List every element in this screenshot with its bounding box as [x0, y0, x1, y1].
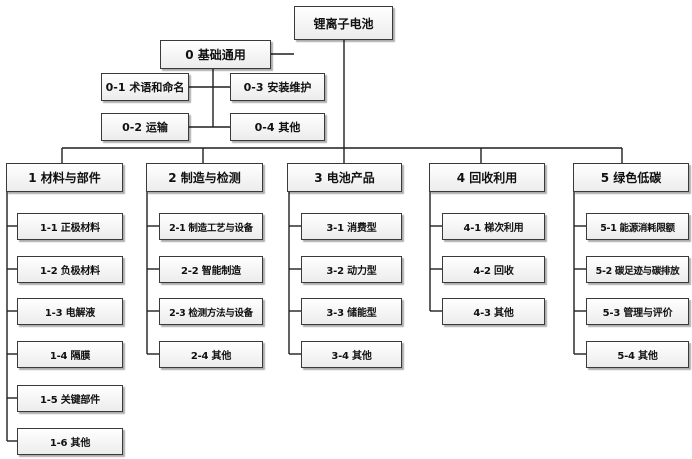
- base-item-0-2: 0-2 运输: [101, 113, 189, 141]
- base-category-node: 0 基础通用: [160, 40, 271, 69]
- item-5-1: 5-1 能源消耗限额: [586, 213, 689, 240]
- category-1-node: 1 材料与部件: [6, 163, 123, 192]
- base-item-0-3: 0-3 安装维护: [230, 73, 325, 101]
- item-1-6: 1-6 其他: [17, 428, 123, 455]
- item-1-5: 1-5 关键部件: [17, 385, 123, 412]
- item-5-2: 5-2 碳足迹与碳排放: [586, 256, 689, 283]
- item-2-3: 2-3 检测方法与设备: [159, 298, 263, 325]
- item-3-4: 3-4 其他: [301, 341, 402, 368]
- root-node: 锂离子电池: [294, 6, 393, 40]
- item-1-1: 1-1 正极材料: [17, 213, 123, 240]
- item-5-4: 5-4 其他: [586, 341, 689, 368]
- item-2-1: 2-1 制造工艺与设备: [159, 213, 263, 240]
- item-2-2: 2-2 智能制造: [159, 256, 263, 283]
- item-3-2: 3-2 动力型: [301, 256, 402, 283]
- base-item-0-4: 0-4 其他: [230, 113, 325, 141]
- item-4-3: 4-3 其他: [442, 298, 545, 325]
- category-3-node: 3 电池产品: [287, 163, 402, 192]
- item-4-1: 4-1 梯次利用: [442, 213, 545, 240]
- item-1-2: 1-2 负极材料: [17, 256, 123, 283]
- item-3-1: 3-1 消费型: [301, 213, 402, 240]
- item-2-4: 2-4 其他: [159, 341, 263, 368]
- base-item-0-1: 0-1 术语和命名: [101, 73, 189, 101]
- item-3-3: 3-3 储能型: [301, 298, 402, 325]
- category-2-node: 2 制造与检测: [146, 163, 263, 192]
- item-4-2: 4-2 回收: [442, 256, 545, 283]
- item-1-4: 1-4 隔膜: [17, 341, 123, 368]
- category-4-node: 4 回收利用: [429, 163, 545, 192]
- item-1-3: 1-3 电解液: [17, 298, 123, 325]
- category-5-node: 5 绿色低碳: [573, 163, 689, 192]
- item-5-3: 5-3 管理与评价: [586, 298, 689, 325]
